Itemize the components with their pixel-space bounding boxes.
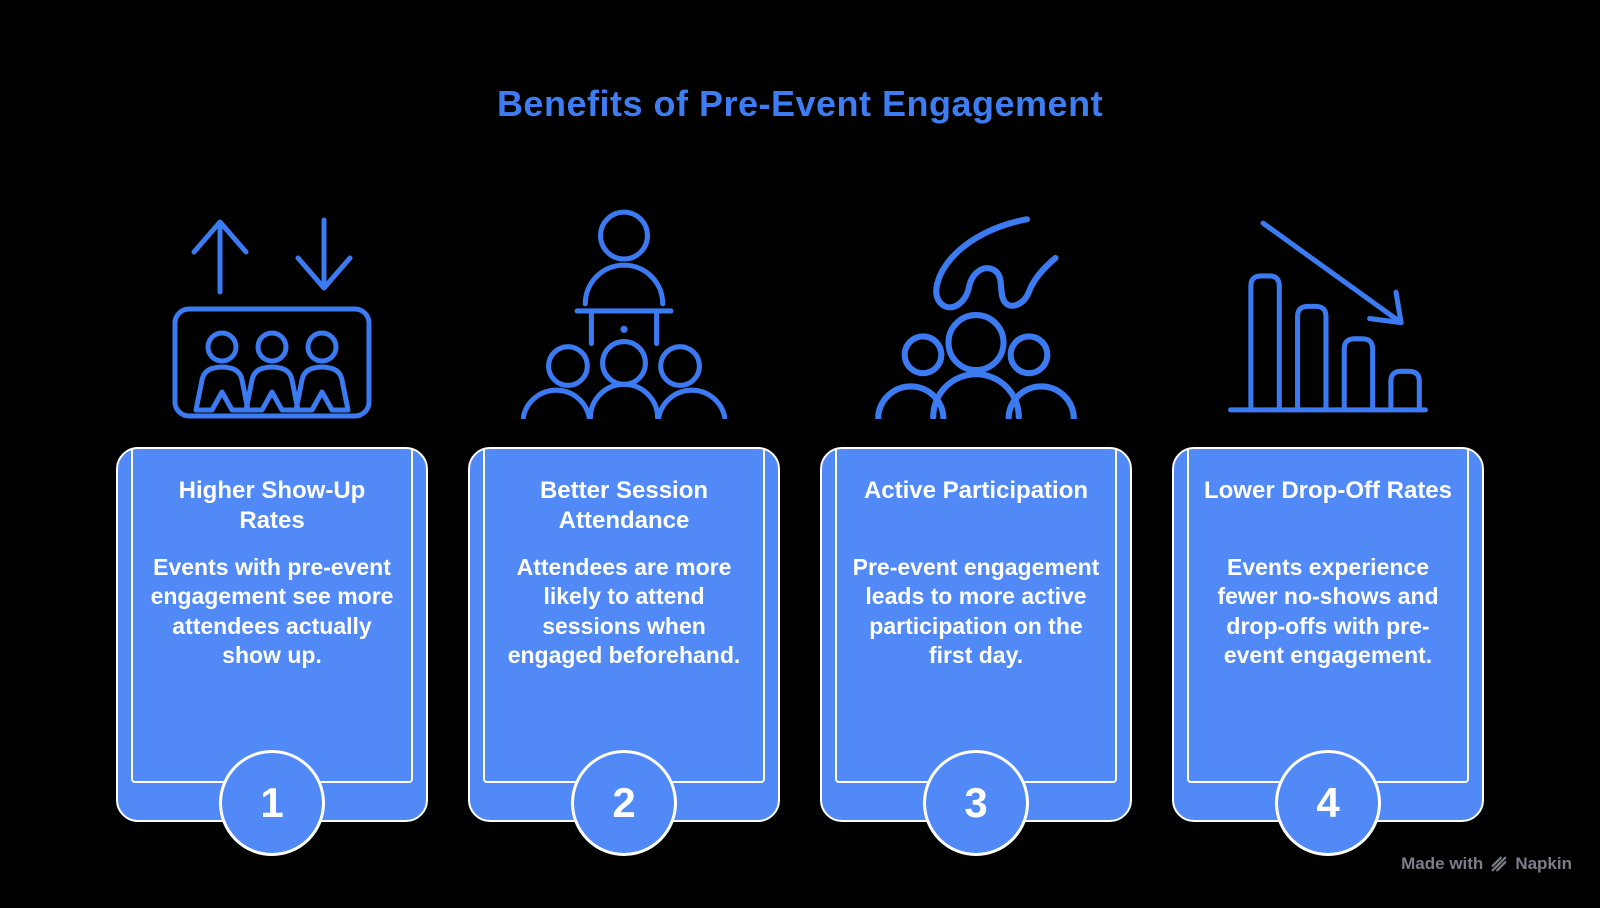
card-title: Active Participation — [863, 477, 1089, 505]
card-content: Higher Show-Up Rates Events with pre-eve… — [118, 449, 426, 670]
napkin-logo-icon — [1490, 855, 1508, 873]
card-content: Active Participation Pre-event engagemen… — [822, 449, 1130, 670]
card-content: Lower Drop-Off Rates Events experience f… — [1174, 449, 1482, 670]
step-number-badge: 1 — [219, 750, 325, 857]
step-number-badge: 4 — [1275, 750, 1381, 857]
benefit-column-3: Active Participation Pre-event engagemen… — [820, 195, 1132, 857]
benefit-columns: Higher Show-Up Rates Events with pre-eve… — [0, 195, 1600, 857]
watermark: Made with Napkin — [1401, 854, 1572, 874]
card-body: Events experience fewer no-shows and dro… — [1217, 554, 1439, 668]
watermark-brand: Napkin — [1515, 854, 1572, 873]
card-body: Pre-event engagement leads to more activ… — [852, 554, 1100, 668]
card-title: Lower Drop-Off Rates — [1203, 477, 1452, 505]
card-body: Events with pre-event engagement see mor… — [150, 554, 394, 668]
benefit-card: Better Session Attendance Attendees are … — [468, 447, 780, 857]
lower-drop-off-icon — [1225, 195, 1431, 419]
benefit-column-1: Higher Show-Up Rates Events with pre-eve… — [116, 195, 428, 857]
session-attendance-icon — [521, 195, 727, 420]
active-participation-icon — [873, 195, 1079, 420]
benefit-column-2: Better Session Attendance Attendees are … — [468, 195, 780, 857]
card-title: Higher Show-Up Rates — [178, 477, 366, 535]
benefit-card: Lower Drop-Off Rates Events experience f… — [1172, 447, 1484, 857]
watermark-prefix: Made with — [1401, 854, 1484, 873]
card-body: Attendees are more likely to attend sess… — [507, 554, 741, 668]
benefit-column-4: Lower Drop-Off Rates Events experience f… — [1172, 195, 1484, 857]
benefit-card: Higher Show-Up Rates Events with pre-eve… — [116, 447, 428, 857]
benefit-card: Active Participation Pre-event engagemen… — [820, 447, 1132, 857]
card-title: Better Session Attendance — [539, 477, 709, 535]
step-number-badge: 2 — [571, 750, 677, 857]
step-number-badge: 3 — [923, 750, 1029, 857]
show-up-rates-icon — [169, 195, 375, 419]
page-title: Benefits of Pre-Event Engagement — [496, 83, 1104, 124]
card-content: Better Session Attendance Attendees are … — [470, 449, 778, 670]
